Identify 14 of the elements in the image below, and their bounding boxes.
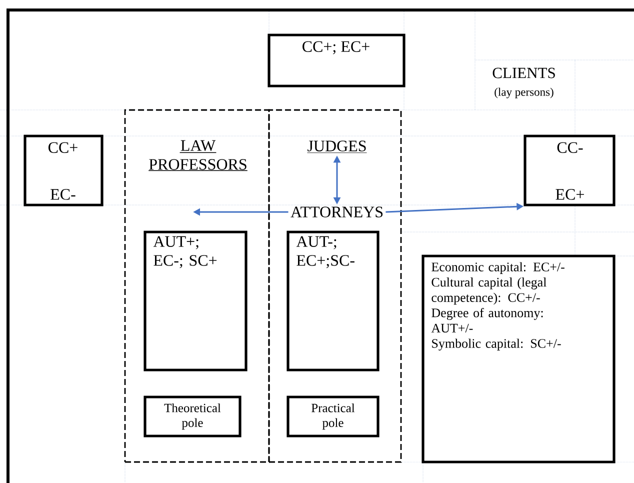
group-label: ATTORNEYS [290, 206, 383, 218]
text-box: AUT-; EC+;SC- [286, 230, 380, 372]
label-box: CC- EC+ [524, 134, 616, 206]
column-heading: LAW PROFESSORS [148, 140, 248, 171]
subtitle-label: (lay persons) [494, 88, 554, 98]
title-label: CLIENTS [492, 68, 555, 78]
text-box: AUT+; EC-; SC+ [144, 230, 248, 372]
dashed-column [268, 109, 402, 463]
label-box: CC+; EC+ [268, 34, 406, 88]
label-box: CC+ EC- [24, 134, 104, 206]
pole-box: Theoretical pole [144, 396, 242, 438]
pole-box: Practical pole [286, 396, 380, 438]
key-box: Economic capital: EC+/- Cultural capital (legal competence): CC+/- Degree of autonomy: AUT+/- Symbolic capital: SC+/- [422, 254, 616, 464]
group-label: JUDGES [307, 140, 367, 153]
